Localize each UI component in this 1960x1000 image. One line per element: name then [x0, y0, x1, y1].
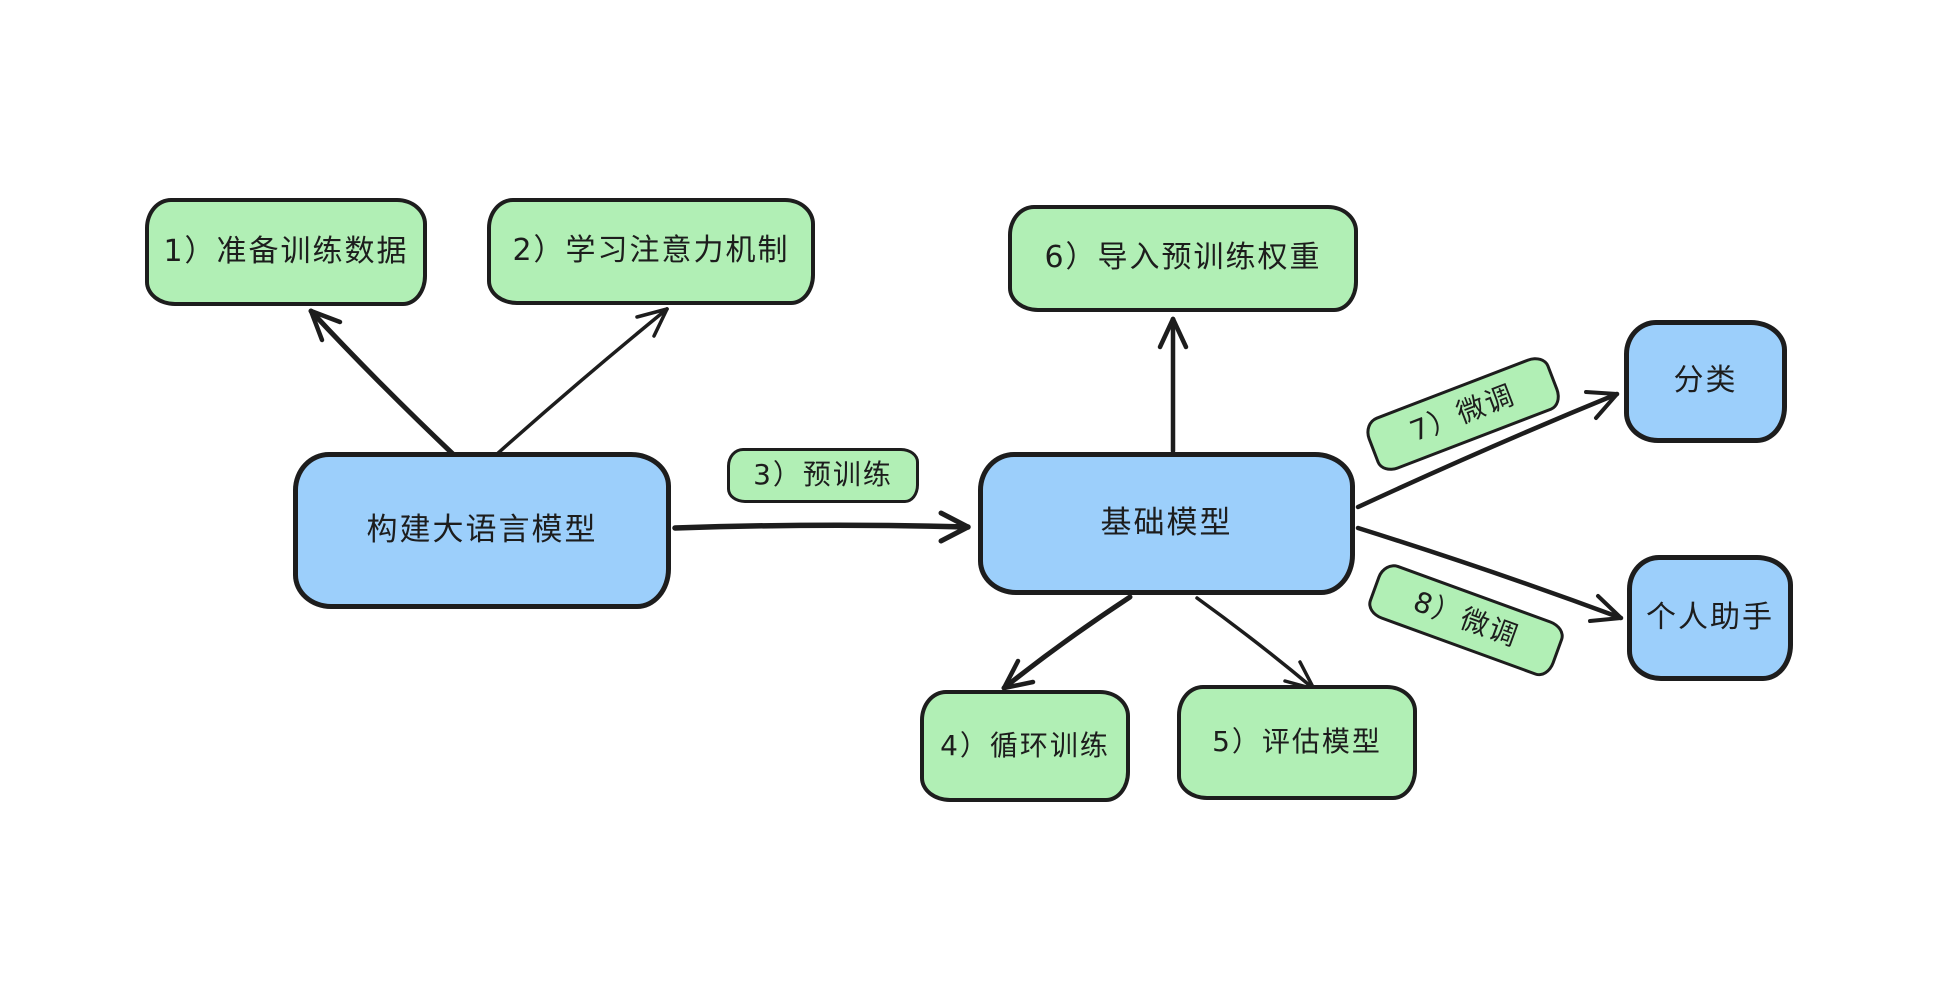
arrow-foundation-to-classification[interactable]	[1355, 390, 1620, 510]
node-label: 基础模型	[1100, 504, 1233, 541]
arrow-foundation-to-evaluate[interactable]	[1195, 596, 1316, 691]
node-label: 5）评估模型	[1212, 725, 1382, 759]
node-learn-attention[interactable]: 2）学习注意力机制	[487, 198, 815, 305]
node-build-llm[interactable]: 构建大语言模型	[293, 452, 671, 609]
arrow-foundation-to-training-loop[interactable]	[1001, 594, 1133, 691]
node-load-pretrained-weights[interactable]: 6）导入预训练权重	[1008, 205, 1358, 312]
node-evaluate-model[interactable]: 5）评估模型	[1177, 685, 1417, 800]
node-personal-assistant[interactable]: 个人助手	[1627, 555, 1793, 681]
node-label: 构建大语言模型	[366, 511, 598, 548]
arrow-foundation-to-personal-assistant[interactable]	[1355, 525, 1624, 623]
edge-label-pretrain[interactable]: 3）预训练	[727, 448, 919, 503]
node-label: 2）学习注意力机制	[512, 233, 790, 269]
node-classification[interactable]: 分类	[1624, 320, 1787, 443]
arrow-foundation-to-load-weights[interactable]	[1157, 316, 1189, 454]
node-prepare-training-data[interactable]: 1）准备训练数据	[145, 198, 427, 306]
node-label: 1）准备训练数据	[163, 233, 409, 269]
node-label: 4）循环训练	[940, 728, 1110, 762]
node-label: 个人助手	[1646, 599, 1774, 635]
arrow-build-llm-to-foundation[interactable]	[672, 510, 971, 544]
node-label: 6）导入预训练权重	[1044, 240, 1322, 276]
arrow-build-llm-to-prepare-data[interactable]	[308, 308, 458, 459]
arrow-build-llm-to-attention[interactable]	[495, 307, 669, 456]
node-label: 分类	[1673, 363, 1738, 399]
node-foundation-model[interactable]: 基础模型	[978, 452, 1355, 595]
edge-label-text: 3）预训练	[753, 458, 893, 492]
node-training-loop[interactable]: 4）循环训练	[920, 690, 1130, 802]
